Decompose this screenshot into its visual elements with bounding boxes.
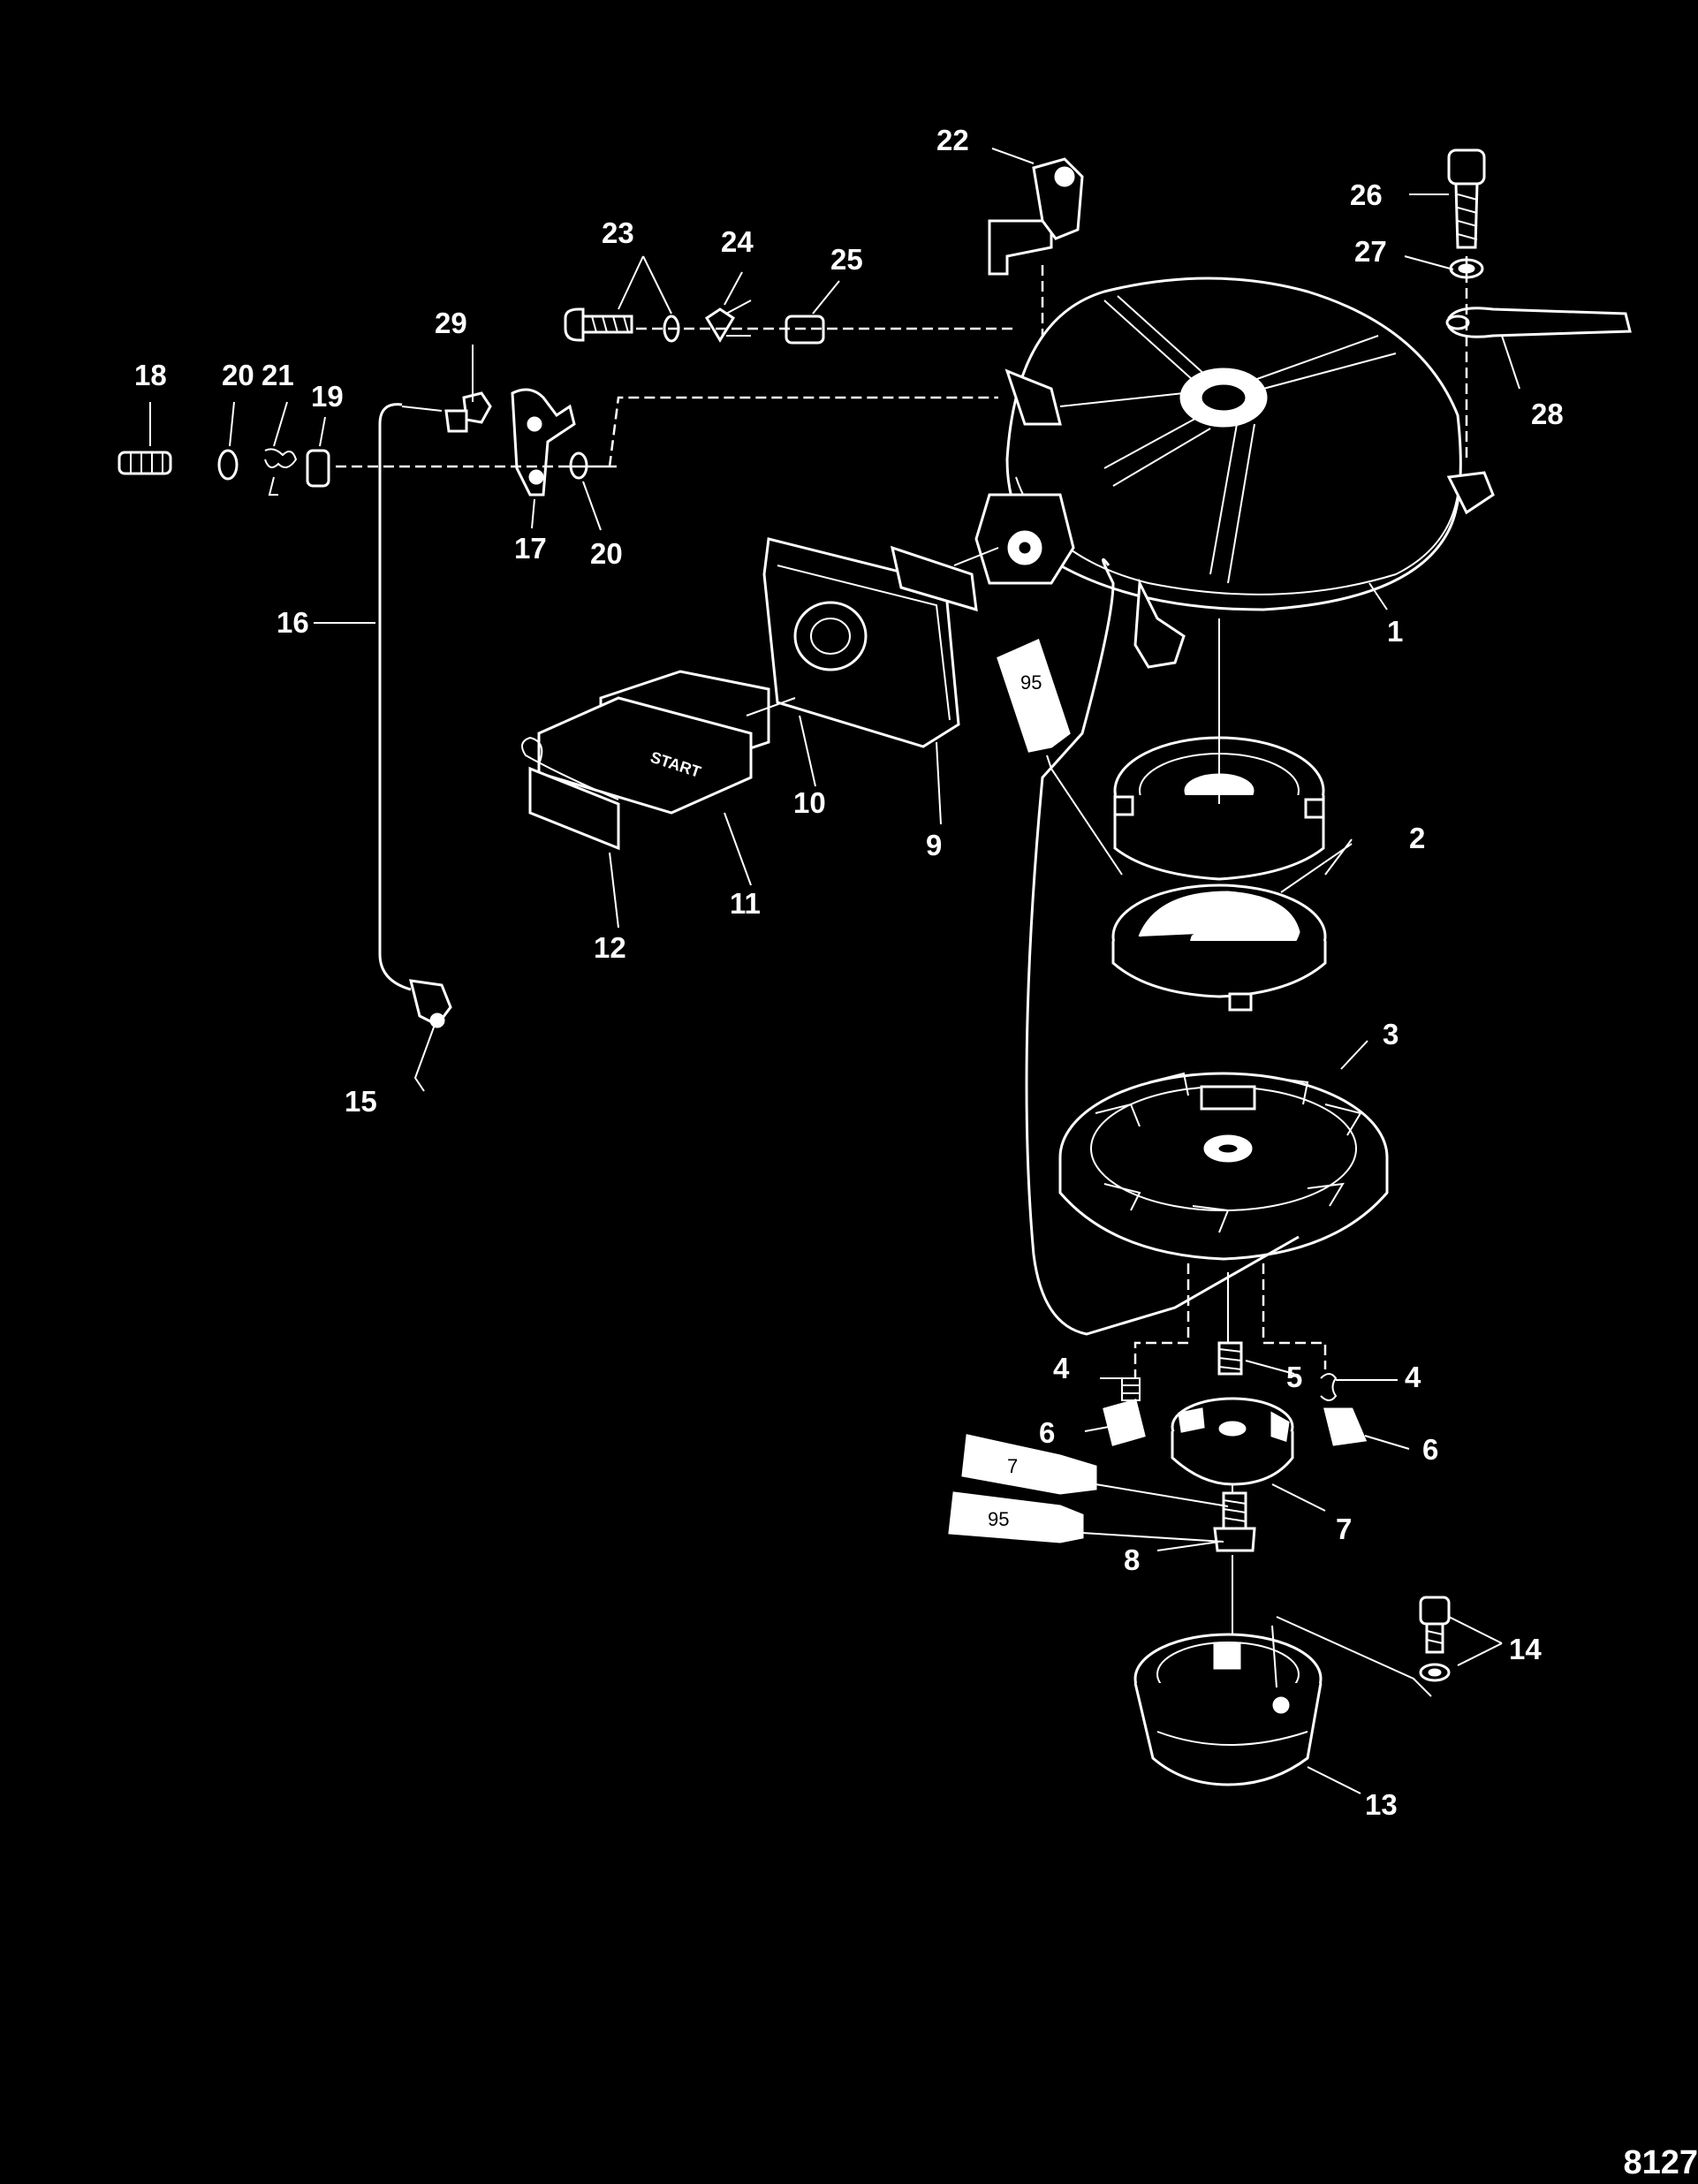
callout-27: 27 xyxy=(1354,235,1387,268)
callout-18: 18 xyxy=(134,359,167,391)
leader-lines xyxy=(149,148,1520,1794)
linkage-parts xyxy=(117,388,588,497)
tube-label-95-upper: 95 xyxy=(1020,671,1042,694)
starter-handle: START xyxy=(521,670,796,851)
callout-6-left: 6 xyxy=(1039,1416,1055,1449)
retainer-screw xyxy=(1213,1491,1256,1552)
callout-17: 17 xyxy=(514,532,547,565)
callout-28: 28 xyxy=(1531,398,1564,430)
lubricant-tube-7: 7 xyxy=(961,1434,1097,1495)
callout-19: 19 xyxy=(311,380,344,413)
lubricant-tube-95-upper: 95 xyxy=(997,638,1071,753)
pawl-springs xyxy=(1121,1341,1338,1401)
callout-25: 25 xyxy=(830,243,863,276)
cup-screw-and-washer xyxy=(1419,1596,1451,1682)
callout-5: 5 xyxy=(1286,1361,1302,1393)
callout-6-right: 6 xyxy=(1422,1433,1438,1466)
callout-numbers: 22 26 27 28 23 24 25 29 18 20 21 19 17 2… xyxy=(134,124,1564,1821)
callout-21: 21 xyxy=(262,359,294,391)
cable-end-clip xyxy=(409,979,452,1028)
lever-screw-assembly xyxy=(564,300,825,345)
callout-22: 22 xyxy=(936,124,969,156)
document-id: 8127 xyxy=(1623,2144,1698,2181)
callout-4-left: 4 xyxy=(1053,1352,1070,1384)
callout-24: 24 xyxy=(721,225,754,258)
tube-label-7: 7 xyxy=(1007,1455,1018,1477)
callout-4-right: 4 xyxy=(1405,1361,1421,1393)
callout-11: 11 xyxy=(730,887,761,920)
starter-housing xyxy=(974,277,1495,669)
lubricant-tube-95-lower: 95 xyxy=(948,1491,1084,1543)
pawl-retainer xyxy=(1171,1397,1294,1486)
callout-16: 16 xyxy=(277,606,309,639)
callout-1: 1 xyxy=(1387,615,1403,648)
callout-23: 23 xyxy=(602,216,634,249)
rope-pulley xyxy=(1058,1072,1389,1261)
callout-7: 7 xyxy=(1336,1513,1352,1545)
callout-15: 15 xyxy=(345,1085,377,1118)
callout-12: 12 xyxy=(594,931,626,964)
callout-29: 29 xyxy=(435,307,467,339)
bolt-and-lanyard xyxy=(1445,148,1632,338)
callout-20-right: 20 xyxy=(590,537,623,570)
starter-cup xyxy=(1133,1633,1323,1786)
callout-26: 26 xyxy=(1350,178,1383,211)
callout-2: 2 xyxy=(1409,822,1425,854)
handle-plate xyxy=(762,537,978,748)
shift-cable xyxy=(378,403,412,991)
starter-rope xyxy=(1025,557,1300,1336)
callout-8: 8 xyxy=(1124,1543,1140,1576)
callout-14: 14 xyxy=(1509,1633,1542,1665)
callout-20-left: 20 xyxy=(222,359,254,391)
pawls xyxy=(1103,1399,1368,1446)
shift-lever xyxy=(988,157,1084,276)
callout-10: 10 xyxy=(793,786,826,819)
rewind-spring-assembly xyxy=(1111,736,1327,1012)
callout-13: 13 xyxy=(1365,1788,1398,1821)
tube-label-95-lower: 95 xyxy=(988,1508,1009,1530)
callout-3: 3 xyxy=(1383,1018,1399,1050)
callout-9: 9 xyxy=(926,829,942,861)
